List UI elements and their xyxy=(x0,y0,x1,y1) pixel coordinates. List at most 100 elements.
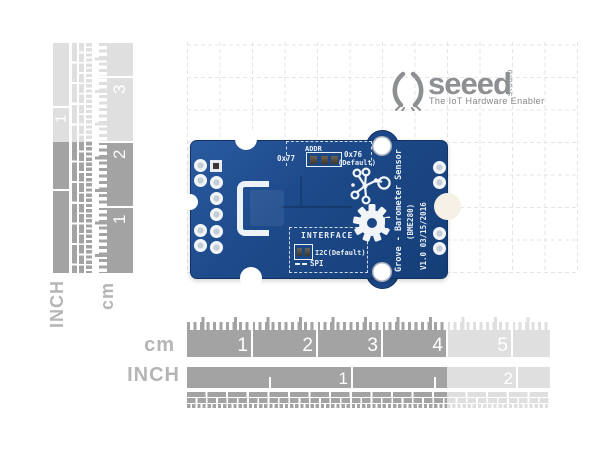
addr-default-label: (Default) xyxy=(338,159,376,167)
jumper-pad xyxy=(297,248,303,256)
notch-right xyxy=(434,193,461,220)
h-inch-mark-1p5 xyxy=(434,377,436,388)
through-hole-pad xyxy=(210,208,223,221)
h-inch-mark-1 xyxy=(351,367,353,388)
h-inch-bar-dark xyxy=(187,367,447,388)
h-cm-label-3: 3 xyxy=(367,335,378,356)
through-hole-pad xyxy=(194,224,207,237)
jumper-pad xyxy=(304,248,310,256)
through-hole-pad xyxy=(433,161,446,174)
jumper-pad xyxy=(330,155,338,164)
h-cm-mark-5 xyxy=(511,317,513,357)
interface-outline xyxy=(289,227,368,273)
h-inch-label-1: 1 xyxy=(338,369,348,388)
h-cm-mark-3 xyxy=(381,317,383,357)
through-hole-pad xyxy=(194,174,207,187)
spi-dash xyxy=(302,263,307,265)
connector-footprint xyxy=(250,190,284,226)
v-frac8-dark xyxy=(72,142,77,273)
board-chip-name: (BME280) xyxy=(406,203,415,240)
board-product-name: Grove - Barometer Sensor xyxy=(394,149,404,272)
pcb-trace xyxy=(282,206,352,208)
h-frac16-dark xyxy=(187,398,447,403)
v-inch-mark-half xyxy=(53,189,69,191)
h-cm-label-5: 5 xyxy=(497,335,508,356)
board-version: V1.0 03/15/2016 xyxy=(419,202,428,270)
h-cm-label-2: 2 xyxy=(302,335,313,356)
h-cm-label-4: 4 xyxy=(432,335,443,356)
h-frac8-dark xyxy=(187,392,447,397)
pcb-trace xyxy=(300,176,302,206)
h-inch-mark-0p5 xyxy=(269,377,271,388)
logo-brand-text: seeed xyxy=(428,66,512,101)
jumper-pad xyxy=(310,155,318,164)
through-hole-pad xyxy=(210,176,223,189)
v-cm-mm-light xyxy=(99,43,107,142)
v-inch-unit-label: INCH xyxy=(47,280,67,328)
h-inch-unit-label: INCH xyxy=(127,364,180,386)
v-cm-label-2: 2 xyxy=(110,149,129,160)
through-hole-pad xyxy=(433,227,446,240)
grove-gear-icon xyxy=(352,204,394,242)
v-frac32-light xyxy=(86,43,92,142)
h-frac32-dark xyxy=(187,404,447,408)
h-inch-label-2: 2 xyxy=(503,369,513,388)
v-cm-mark-1 xyxy=(95,206,133,208)
through-hole-pad xyxy=(210,192,223,205)
h-cm-mark-2 xyxy=(316,317,318,357)
spi-dash xyxy=(295,263,300,265)
v-frac8-light xyxy=(72,43,77,142)
h-inch-mark-2 xyxy=(516,367,518,388)
v-inch-bar-dark xyxy=(53,142,69,273)
jumper-pad xyxy=(320,155,328,164)
mounting-hole-top xyxy=(372,136,392,156)
addr-jumper-pads xyxy=(306,152,342,167)
h-cm-bar-light xyxy=(447,330,550,357)
seeed-pollen-icon xyxy=(350,167,391,205)
h-cm-mm-light xyxy=(447,322,550,330)
notch-top xyxy=(235,128,257,150)
addr-outline xyxy=(286,141,372,166)
interface-title: INTERFACE xyxy=(301,231,354,240)
square-pad-center xyxy=(213,163,219,169)
logo-studio-text: studio xyxy=(505,68,514,96)
interface-i2c-label: I2C(Default) xyxy=(315,249,366,257)
h-frac32-light xyxy=(447,404,550,408)
v-cm-mark-2 xyxy=(95,141,133,143)
addr-0x76-label: 0x76 xyxy=(344,150,363,159)
notch-bottom xyxy=(240,267,262,289)
through-hole-pad xyxy=(210,225,223,238)
interface-jumper-pads xyxy=(294,244,313,260)
h-frac16-light xyxy=(447,398,550,403)
v-frac32-dark xyxy=(86,142,92,273)
v-cm-label-3: 3 xyxy=(110,84,129,95)
addr-title: ADDR xyxy=(305,145,322,153)
v-inch-bar-light xyxy=(53,43,69,142)
h-frac8-light xyxy=(447,392,550,397)
seeed-logo-icon xyxy=(392,71,424,111)
through-hole-pad xyxy=(194,159,207,172)
v-cm-label-1: 1 xyxy=(110,214,129,225)
v-frac16-dark xyxy=(79,142,84,273)
through-hole-pad xyxy=(194,239,207,252)
connector-outline-bracket xyxy=(237,181,269,236)
h-cm-mark-4 xyxy=(446,317,448,357)
v-frac16-light xyxy=(79,43,84,142)
h-cm-mark-1 xyxy=(251,317,253,357)
through-hole-pad xyxy=(210,241,223,254)
v-cm-mark-3 xyxy=(95,76,133,78)
v-inch-label-1: 1 xyxy=(52,114,70,123)
addr-0x77-label: 0x77 xyxy=(277,154,296,163)
v-cm-bar-light xyxy=(107,43,133,142)
mounting-hole-bottom xyxy=(372,262,392,282)
through-hole-pad xyxy=(433,176,446,189)
logo-tagline: The IoT Hardware Enabler xyxy=(429,96,545,106)
interface-spi-label: SPI xyxy=(310,259,324,268)
v-cm-unit-label: cm xyxy=(97,281,117,310)
h-inch-bar-light xyxy=(447,367,550,388)
h-cm-unit-label: cm xyxy=(144,334,175,356)
through-hole-pad xyxy=(433,242,446,255)
h-cm-label-1: 1 xyxy=(237,335,248,356)
notch-left xyxy=(182,194,198,210)
